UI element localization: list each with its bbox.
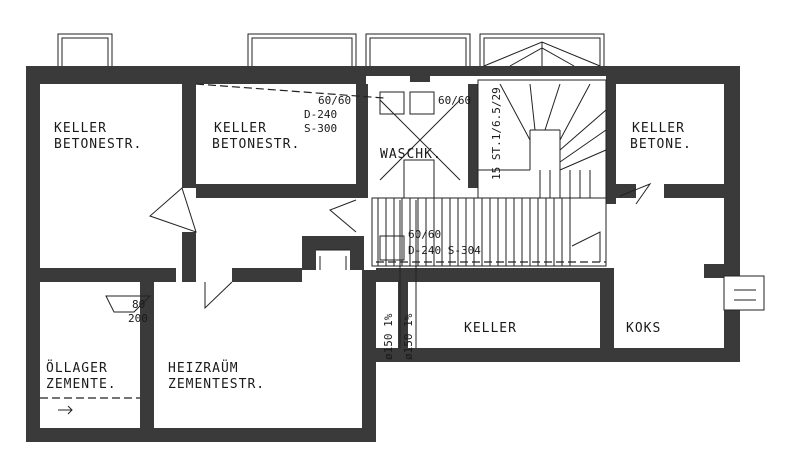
room-ollager-line2: ZEMENTE. xyxy=(46,377,117,392)
room-keller-bottom: KELLER xyxy=(464,321,517,336)
service-lines xyxy=(40,83,606,415)
room-keller-mid-line2: BETONESTR. xyxy=(212,137,300,152)
room-keller-mid-line1: KELLER xyxy=(214,121,267,136)
opening-corridor-size: 60/60 xyxy=(408,228,441,241)
opening-mid-s: S-300 xyxy=(304,122,337,135)
room-koks: KOKS xyxy=(626,321,661,336)
door-swings xyxy=(149,182,765,311)
opening-heiz-width: 80 xyxy=(132,298,145,311)
light-wells xyxy=(57,33,605,82)
opening-mid-d: D-240 xyxy=(304,108,337,121)
pipe-1-label: ø150 1% xyxy=(382,313,395,360)
room-keller-right-line1: KELLER xyxy=(632,121,685,136)
room-heizraum-line2: ZEMENTESTR. xyxy=(168,377,265,392)
room-waschk: WASCHK. xyxy=(380,147,442,162)
room-keller-right-line2: BETONE. xyxy=(630,137,692,152)
stair-annotation: 15 ST.1/6.5/29 xyxy=(490,87,503,180)
pipe-2-label: ø150 1% xyxy=(402,313,415,360)
room-keller-left-line1: KELLER xyxy=(54,121,107,136)
room-heizraum-line1: HEIZRAÜM xyxy=(168,359,239,376)
staircase xyxy=(477,79,607,199)
opening-corridor-ds: D-240 S-304 xyxy=(408,244,481,257)
outer-walls xyxy=(26,66,740,442)
room-ollager-line1: ÖLLAGER xyxy=(46,359,108,376)
opening-mid-size: 60/60 xyxy=(318,94,351,107)
opening-wasch-size: 60/60 xyxy=(438,94,471,107)
room-keller-left-line2: BETONESTR. xyxy=(54,137,142,152)
interior-walls xyxy=(26,84,724,428)
opening-heiz-height: 200 xyxy=(128,312,148,325)
